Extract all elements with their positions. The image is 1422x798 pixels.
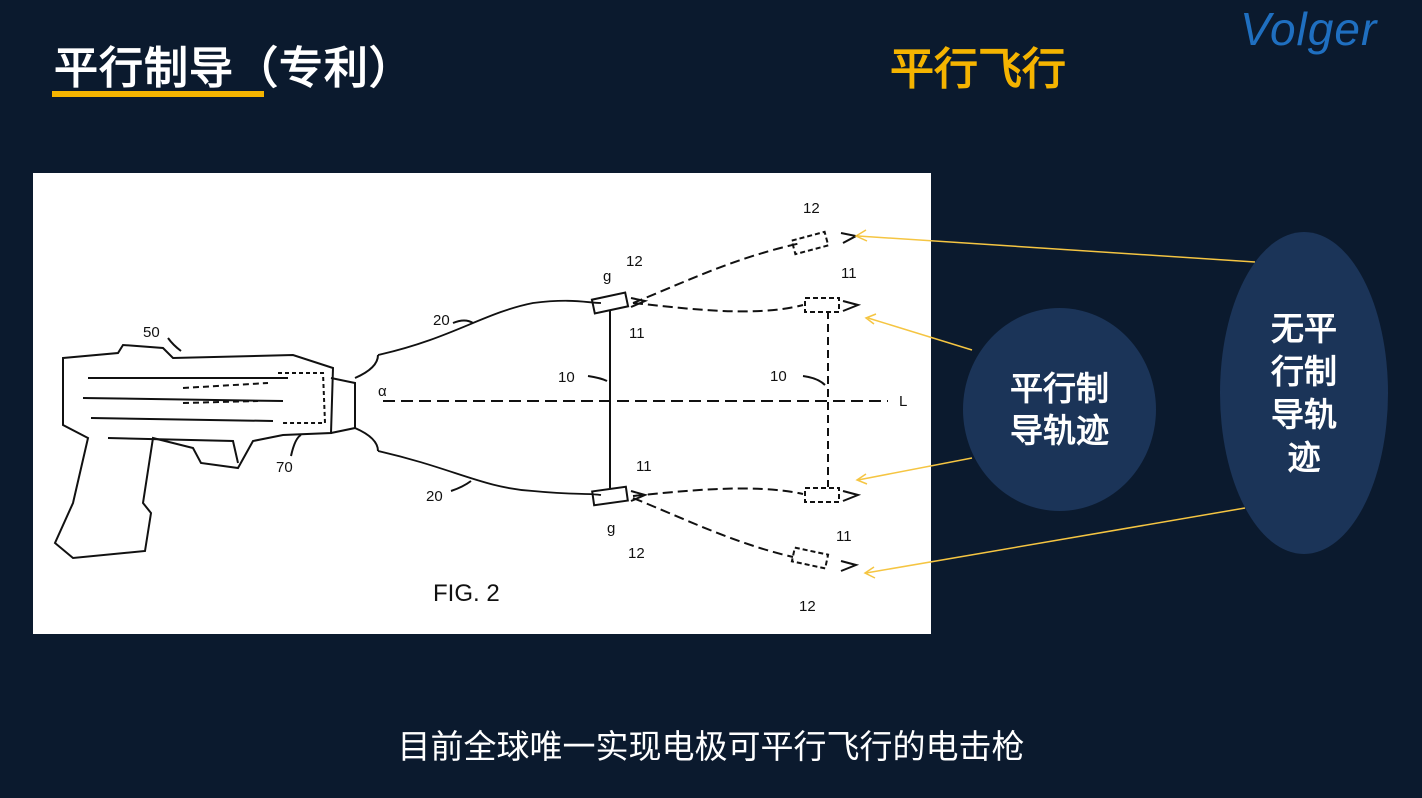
slide-caption: 目前全球唯一实现电极可平行飞行的电击枪	[397, 727, 1025, 766]
patent-figure: 50 70 20 20 10 10 12 12 12 12 11 11 11 1…	[33, 173, 931, 634]
label-50: 50	[143, 324, 160, 341]
label-g-bottom: g	[607, 520, 615, 537]
brand-logo: Volger	[1240, 3, 1378, 55]
label-axis-l: L	[899, 393, 907, 410]
bubble-text-line: 迹	[1287, 438, 1321, 477]
label-11-d: 11	[836, 528, 852, 545]
label-12-upper: 12	[626, 253, 643, 270]
patent-drawing: 50 70 20 20 10 10 12 12 12 12 11 11 11 1…	[53, 200, 907, 615]
title-underline	[52, 91, 264, 97]
parallel-trajectory-bubble: 平行制 导轨迹	[963, 308, 1156, 511]
page-title: 平行制导（专利）	[54, 43, 414, 94]
label-20-top: 20	[433, 312, 450, 329]
non-parallel-trajectory-bubble: 无平 行制 导轨 迹	[1220, 232, 1388, 554]
bubble-text-line: 平行制	[1010, 368, 1109, 408]
bubble-text-line: 导轨	[1271, 395, 1337, 434]
label-11-a: 11	[841, 265, 857, 282]
label-10-right: 10	[770, 368, 787, 385]
label-12-top: 12	[803, 200, 820, 217]
label-g-top: g	[603, 268, 611, 285]
label-12-bottom: 12	[799, 598, 816, 615]
label-11-c: 11	[636, 458, 652, 475]
label-20-bottom: 20	[426, 488, 443, 505]
bubble-text-line: 行制	[1271, 352, 1337, 391]
gun-body	[53, 343, 335, 560]
figure-caption: FIG. 2	[433, 580, 500, 607]
bubble-text-line: 导轨迹	[1010, 410, 1109, 450]
label-10-left: 10	[558, 369, 575, 386]
section-heading: 平行飞行	[890, 44, 1066, 95]
label-12-lower: 12	[628, 545, 645, 562]
bubble-text-line: 无平	[1271, 309, 1337, 348]
label-11-b: 11	[629, 325, 645, 342]
label-alpha: α	[378, 383, 387, 400]
label-70: 70	[276, 459, 293, 476]
